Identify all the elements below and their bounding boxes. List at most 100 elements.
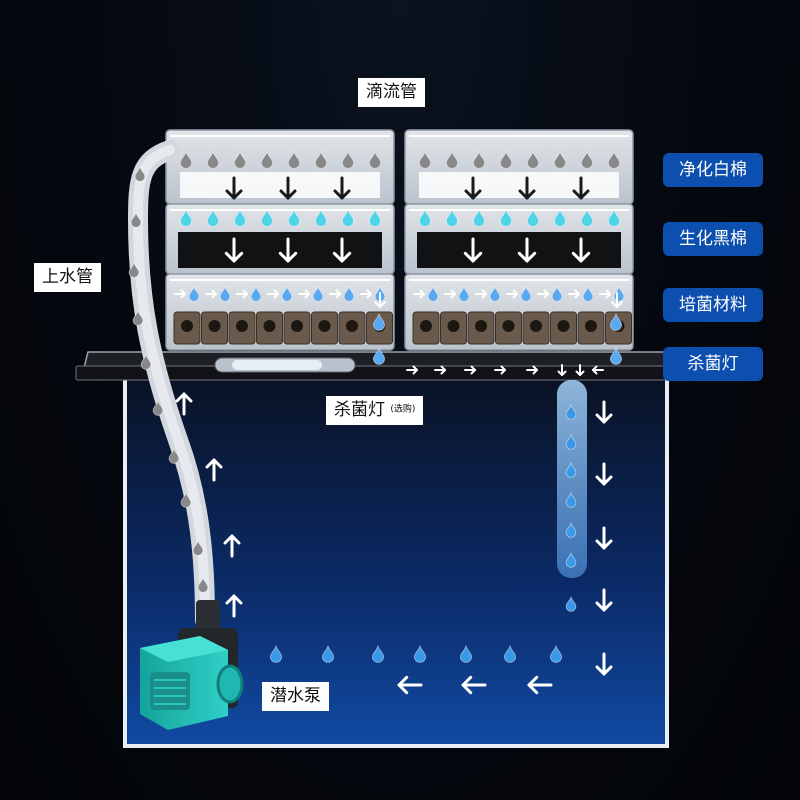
arrow-right-icon: [464, 365, 476, 375]
water-drop-icon: [168, 447, 180, 464]
arrow-down-icon: [278, 237, 298, 263]
water-drop-icon: [582, 285, 594, 302]
arrow-right-icon: [174, 289, 186, 299]
arrow-up-icon: [223, 534, 241, 558]
water-drop-icon: [472, 208, 486, 227]
water-drop-icon: [180, 491, 192, 508]
arrow-right-icon: [329, 289, 341, 299]
water-pipe-hose: [127, 140, 215, 630]
arrow-down-icon: [225, 176, 243, 200]
arrow-right-icon: [298, 289, 310, 299]
arrow-left-icon: [592, 365, 604, 375]
water-drop-icon: [368, 208, 382, 227]
water-drop-icon: [134, 165, 146, 182]
water-drop-icon: [206, 150, 220, 169]
arrow-left-icon: [461, 675, 487, 695]
water-drop-icon: [287, 150, 301, 169]
water-drop-icon: [260, 150, 274, 169]
water-drop-icon: [128, 261, 140, 278]
water-drop-icon: [260, 208, 274, 227]
arrow-right-icon: [434, 365, 446, 375]
arrow-down-icon: [224, 237, 244, 263]
water-drop-icon: [526, 150, 540, 169]
flow-marks: [174, 150, 625, 695]
arrow-down-icon: [333, 176, 351, 200]
water-drop-icon: [233, 208, 247, 227]
water-drop-icon: [192, 539, 204, 556]
arrow-right-icon: [406, 365, 418, 375]
water-drop-icon: [459, 644, 473, 663]
water-drop-icon: [445, 208, 459, 227]
arrow-right-icon: [475, 289, 487, 299]
water-drop-icon: [565, 551, 577, 568]
water-drop-icon: [179, 150, 193, 169]
layer-label-black-sponge: 生化黑棉: [663, 222, 763, 256]
black-sponge-layer: [178, 232, 382, 268]
arrow-right-icon: [537, 289, 549, 299]
water-drop-icon: [372, 312, 386, 331]
arrow-down-icon: [595, 462, 613, 486]
arrow-down-icon: [595, 526, 613, 550]
water-drop-icon: [565, 521, 577, 538]
water-drop-icon: [607, 150, 621, 169]
pump-label: 潜水泵: [262, 682, 329, 711]
arrow-right-icon: [599, 289, 611, 299]
water-drop-icon: [489, 285, 501, 302]
water-drop-icon: [607, 208, 621, 227]
arrow-down-icon: [595, 588, 613, 612]
water-drop-icon: [287, 208, 301, 227]
arrow-left-icon: [527, 675, 553, 695]
arrow-down-icon: [575, 364, 585, 376]
water-drop-icon: [233, 150, 247, 169]
arrow-down-icon: [557, 364, 567, 376]
water-drop-icon: [580, 150, 594, 169]
water-drop-icon: [553, 208, 567, 227]
arrow-up-icon: [225, 594, 243, 618]
arrow-down-icon: [279, 176, 297, 200]
water-drop-icon: [343, 285, 355, 302]
hose-drops: [128, 165, 209, 593]
water-drop-icon: [188, 285, 200, 302]
water-drop-icon: [549, 644, 563, 663]
water-drop-icon: [321, 644, 335, 663]
water-drop-icon: [269, 644, 283, 663]
water-drop-icon: [418, 150, 432, 169]
arrow-down-icon: [374, 292, 386, 308]
water-drop-icon: [458, 285, 470, 302]
water-drop-icon: [368, 150, 382, 169]
arrow-right-icon: [360, 289, 372, 299]
arrow-right-icon: [205, 289, 217, 299]
water-drop-icon: [580, 208, 594, 227]
arrow-right-icon: [526, 365, 538, 375]
water-drop-icon: [503, 644, 517, 663]
water-drop-icon: [526, 208, 540, 227]
arrow-down-icon: [332, 237, 352, 263]
arrow-right-icon: [568, 289, 580, 299]
white-cotton-layer: [180, 172, 380, 198]
water-drop-icon: [314, 150, 328, 169]
arrow-down-icon: [595, 400, 613, 424]
water-drop-icon: [130, 211, 142, 228]
drip-tube-label: 滴流管: [358, 78, 425, 107]
arrow-down-icon: [572, 176, 590, 200]
water-drop-icon: [499, 150, 513, 169]
water-drop-icon: [520, 285, 532, 302]
water-drop-icon: [372, 346, 386, 365]
water-drop-icon: [565, 491, 577, 508]
uv-lamp-label: 杀菌灯 (选购): [326, 396, 424, 425]
arrow-down-icon: [571, 237, 591, 263]
uv-lamp-optional-note: (选购): [390, 404, 416, 415]
arrow-up-icon: [175, 392, 193, 416]
arrow-down-icon: [595, 652, 613, 676]
water-drop-icon: [140, 353, 152, 370]
arrow-down-icon: [463, 237, 483, 263]
water-drop-icon: [371, 644, 385, 663]
water-drop-icon: [609, 312, 623, 331]
water-drop-icon: [341, 150, 355, 169]
water-drop-icon: [132, 309, 144, 326]
water-drop-icon: [565, 595, 577, 612]
water-drop-icon: [565, 461, 577, 478]
water-drop-icon: [551, 285, 563, 302]
layer-label-bio-media: 培菌材料: [663, 288, 763, 322]
